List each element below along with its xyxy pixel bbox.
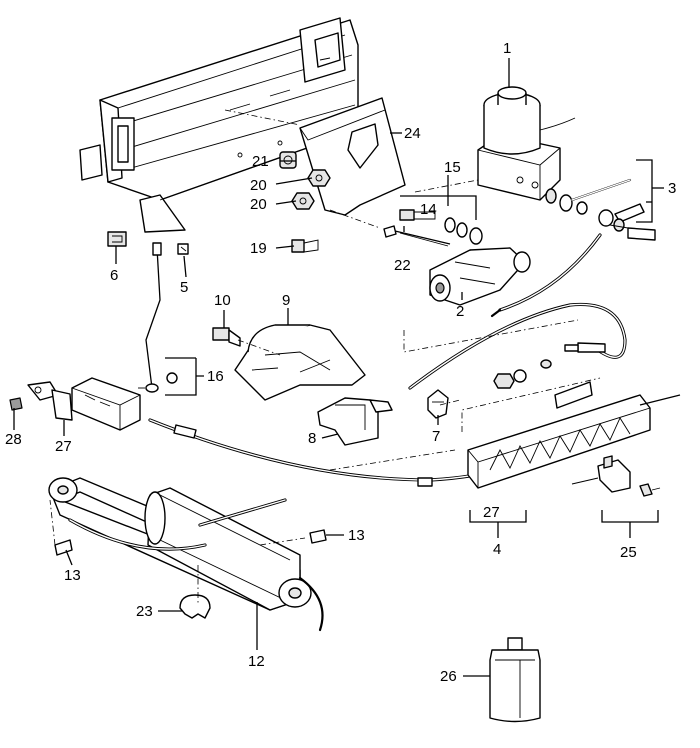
valve-unit bbox=[429, 247, 531, 306]
bolt-22 bbox=[383, 225, 451, 247]
nut-21 bbox=[279, 151, 297, 169]
callout-10: 10 bbox=[214, 292, 231, 309]
callout-14: 14 bbox=[420, 201, 437, 218]
callout-16: 16 bbox=[207, 368, 224, 385]
callout-25: 25 bbox=[620, 544, 637, 561]
callout-8: 8 bbox=[308, 430, 316, 447]
callout-21: 21 bbox=[252, 153, 269, 170]
callout-7: 7 bbox=[432, 428, 440, 445]
hydraulic-cylinder bbox=[48, 477, 324, 632]
callout-27b: 27 bbox=[483, 504, 500, 521]
callout-3: 3 bbox=[668, 180, 676, 197]
cover bbox=[234, 324, 366, 401]
screw-28 bbox=[9, 397, 23, 411]
callout-4: 4 bbox=[493, 541, 501, 558]
callout-13b: 13 bbox=[348, 527, 365, 544]
callout-28: 28 bbox=[5, 431, 22, 448]
frame-assembly bbox=[79, 17, 359, 233]
fitting-13b bbox=[309, 529, 327, 544]
callout-15: 15 bbox=[444, 159, 461, 176]
fitting-13a bbox=[54, 539, 73, 556]
callout-24: 24 bbox=[404, 125, 421, 142]
callout-2: 2 bbox=[456, 303, 464, 320]
clamp-23 bbox=[179, 594, 211, 619]
long-cable bbox=[408, 302, 627, 390]
clip-6 bbox=[107, 231, 127, 247]
callout-13a: 13 bbox=[64, 567, 81, 584]
callout-23: 23 bbox=[136, 603, 153, 620]
callout-26: 26 bbox=[440, 668, 457, 685]
fluid-bottle bbox=[489, 637, 541, 723]
nut-20a bbox=[307, 169, 331, 187]
callout-labels: 1 24 15 3 21 20 20 14 19 22 2 6 5 10 9 1… bbox=[5, 40, 676, 685]
bracket-25 bbox=[571, 455, 661, 497]
callout-9: 9 bbox=[282, 292, 290, 309]
callout-19: 19 bbox=[250, 240, 267, 257]
connector-lines bbox=[49, 109, 601, 605]
bolt-19 bbox=[291, 239, 319, 253]
operating-rod bbox=[138, 242, 178, 393]
bracket-8 bbox=[317, 397, 393, 446]
hydraulic-pump bbox=[477, 86, 576, 201]
callout-20a: 20 bbox=[250, 177, 267, 194]
leader-lines bbox=[13, 58, 664, 677]
hose-set bbox=[545, 178, 656, 241]
clip-7 bbox=[427, 389, 449, 419]
callout-22: 22 bbox=[394, 257, 411, 274]
callout-6: 6 bbox=[110, 267, 118, 284]
callout-20b: 20 bbox=[250, 196, 267, 213]
small-fittings bbox=[399, 209, 483, 245]
callout-1: 1 bbox=[503, 40, 511, 57]
control-block bbox=[467, 381, 681, 489]
callout-5: 5 bbox=[180, 279, 188, 296]
lock-actuator bbox=[27, 377, 141, 431]
callout-12: 12 bbox=[248, 653, 265, 670]
clip-5 bbox=[177, 243, 189, 255]
screw-10 bbox=[212, 327, 241, 347]
bracket bbox=[299, 97, 406, 216]
callout-27a: 27 bbox=[55, 438, 72, 455]
